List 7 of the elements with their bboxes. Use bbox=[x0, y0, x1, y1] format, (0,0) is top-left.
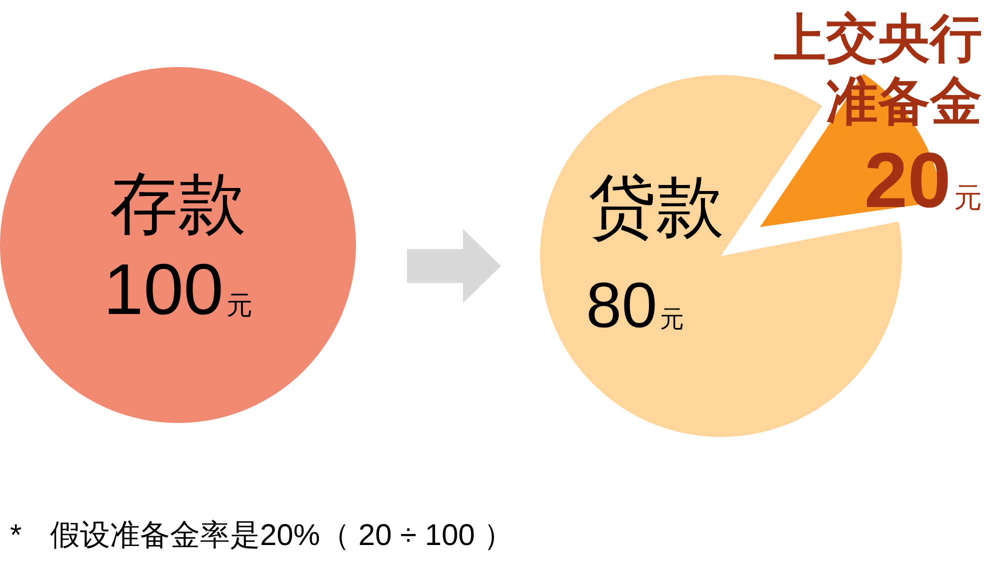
node-title: 贷款 bbox=[588, 168, 724, 246]
footnote-text: 假设准备金率是20%（ 20 ÷ 100 ） bbox=[50, 518, 514, 554]
amount-value: 80元 bbox=[586, 270, 684, 343]
node-title: 存款 bbox=[109, 165, 247, 243]
amount-value: 100元 bbox=[102, 251, 254, 332]
footnote-mark: * bbox=[10, 518, 22, 554]
block-arrow bbox=[407, 229, 501, 303]
